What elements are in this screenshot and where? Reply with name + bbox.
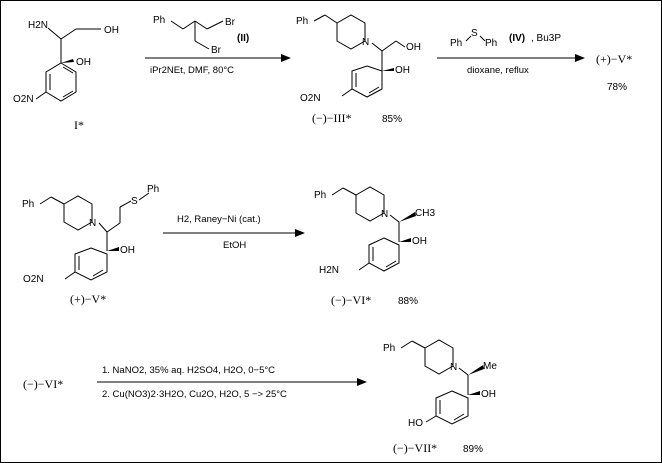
bromide-label: Br [211,45,222,56]
yield-text: 89% [463,444,483,455]
phenyl-label: Ph [485,38,497,49]
hydroxyl-group: OH [395,65,410,76]
hydroxyl-group: OH [481,389,496,400]
nitrogen-atom: N [362,37,369,48]
hydroxyl-group: OH [120,245,135,256]
yield-text: 88% [398,296,418,307]
hydroxyl-group: HO [408,418,423,429]
conditions-text: iPr2NEt, DMF, 80°C [150,65,234,76]
amino-group: H2N [28,20,48,31]
conditions-text: dioxane, reflux [467,65,529,76]
conditions-text: H2, Raney−Ni (cat.) [177,214,261,225]
conditions-text: 2. Cu(NO3)2·3H2O, Cu2O, H2O, 5 −> 25°C [102,389,287,400]
compound-V: Ph N S Ph OH O2N (+)−V* [22,184,159,306]
methyl-group: Me [483,361,497,372]
reagent-IV: Ph S Ph (IV) , Bu3P [450,28,561,49]
amino-group: H2N [319,265,339,276]
compound-III: Ph N OH OH O2N (−)−III* 85% [296,14,421,125]
reagent-number: (II) [237,33,249,44]
compound-label: (−)−VII* [393,441,437,455]
compound-label: (−)−III* [312,111,352,125]
compound-label: (−)−VI* [331,293,371,307]
nitro-group: O2N [13,94,34,105]
phenyl-label: Ph [147,184,159,195]
starting-material-label: (−)−VI* [23,377,63,391]
hydroxyl-group: OH [76,57,91,68]
bromide-label: Br [225,17,236,28]
conditions-text: 1. NaNO2, 35% aq. H2SO4, H2O, 0−5°C [102,365,275,376]
phenyl-label: Ph [296,16,308,27]
compound-label: I* [74,118,84,132]
hydroxyl-group: OH [406,42,421,53]
phenyl-label: Ph [383,343,395,354]
phenyl-label: Ph [314,190,326,201]
hydroxyl-group: OH [412,236,427,247]
cocatalyst-text: , Bu3P [531,33,561,44]
sulfur-atom: S [471,28,478,39]
hydroxyl-group: OH [104,25,119,36]
phenyl-label: Ph [153,15,165,26]
sulfur-atom: S [131,196,138,207]
compound-label: (+)−V* [70,292,106,306]
nitro-group: O2N [300,93,321,104]
phenyl-label: Ph [22,199,34,210]
compound-VII: Ph N Me OH HO (−)−VII* 89% [383,339,497,455]
nitrogen-atom: N [381,209,388,220]
yield-text: 85% [382,114,402,125]
reagent-II: Ph Br Br (II) [153,15,249,56]
nitrogen-atom: N [89,218,96,229]
nitrogen-atom: N [450,362,457,373]
nitro-group: O2N [23,274,44,285]
compound-VI: Ph N CH3 OH H2N (−)−VI* 88% [314,186,435,307]
compound-I: H2N OH OH O2N I* [13,20,119,132]
reagent-number: (IV) [509,33,525,44]
product-label: (+)−V* [596,52,632,66]
methyl-group: CH3 [415,208,435,219]
conditions-text: EtOH [223,240,246,251]
yield-text: 78% [607,82,627,93]
phenyl-label: Ph [450,38,462,49]
